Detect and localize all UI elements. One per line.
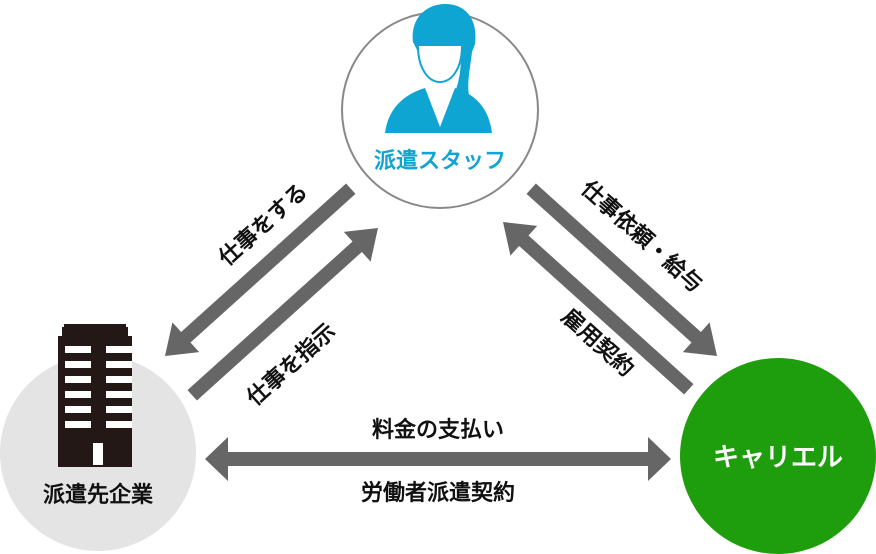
label-staff-to-client: 仕事をする — [213, 178, 313, 272]
staff-node: 派遣スタッフ — [341, 3, 539, 209]
staff-label: 派遣スタッフ — [374, 149, 506, 174]
label-dispatch-contract: 労働者派遣契約 — [361, 480, 515, 506]
client-node: 派遣先企業 — [0, 324, 196, 551]
person-face — [417, 45, 463, 84]
building-window — [106, 361, 132, 368]
building-window — [65, 346, 91, 353]
building-window — [106, 406, 132, 413]
carrier-circle — [680, 358, 876, 554]
building-window — [65, 376, 91, 383]
carrier-node: キャリエル — [680, 358, 876, 554]
person-icon — [385, 3, 492, 133]
building-icon — [58, 324, 132, 467]
arrow-staff-to-carrier — [526, 183, 717, 356]
building-window — [65, 391, 91, 398]
building-window — [65, 361, 91, 368]
building-window — [106, 346, 132, 353]
building-window — [65, 421, 91, 428]
building-window — [65, 406, 91, 413]
label-payment: 料金の支払い — [372, 417, 504, 443]
building-window — [106, 421, 132, 428]
building-window — [106, 391, 132, 398]
building-window — [106, 376, 132, 383]
carrier-label: キャリエル — [713, 443, 843, 473]
arrow-client-carrier — [205, 437, 671, 481]
arrow-client-to-staff — [187, 228, 378, 401]
arrow-carrier-to-staff — [503, 222, 694, 395]
arrow-staff-to-client — [165, 183, 356, 356]
client-label: 派遣先企業 — [43, 482, 154, 508]
arrows — [165, 183, 717, 481]
